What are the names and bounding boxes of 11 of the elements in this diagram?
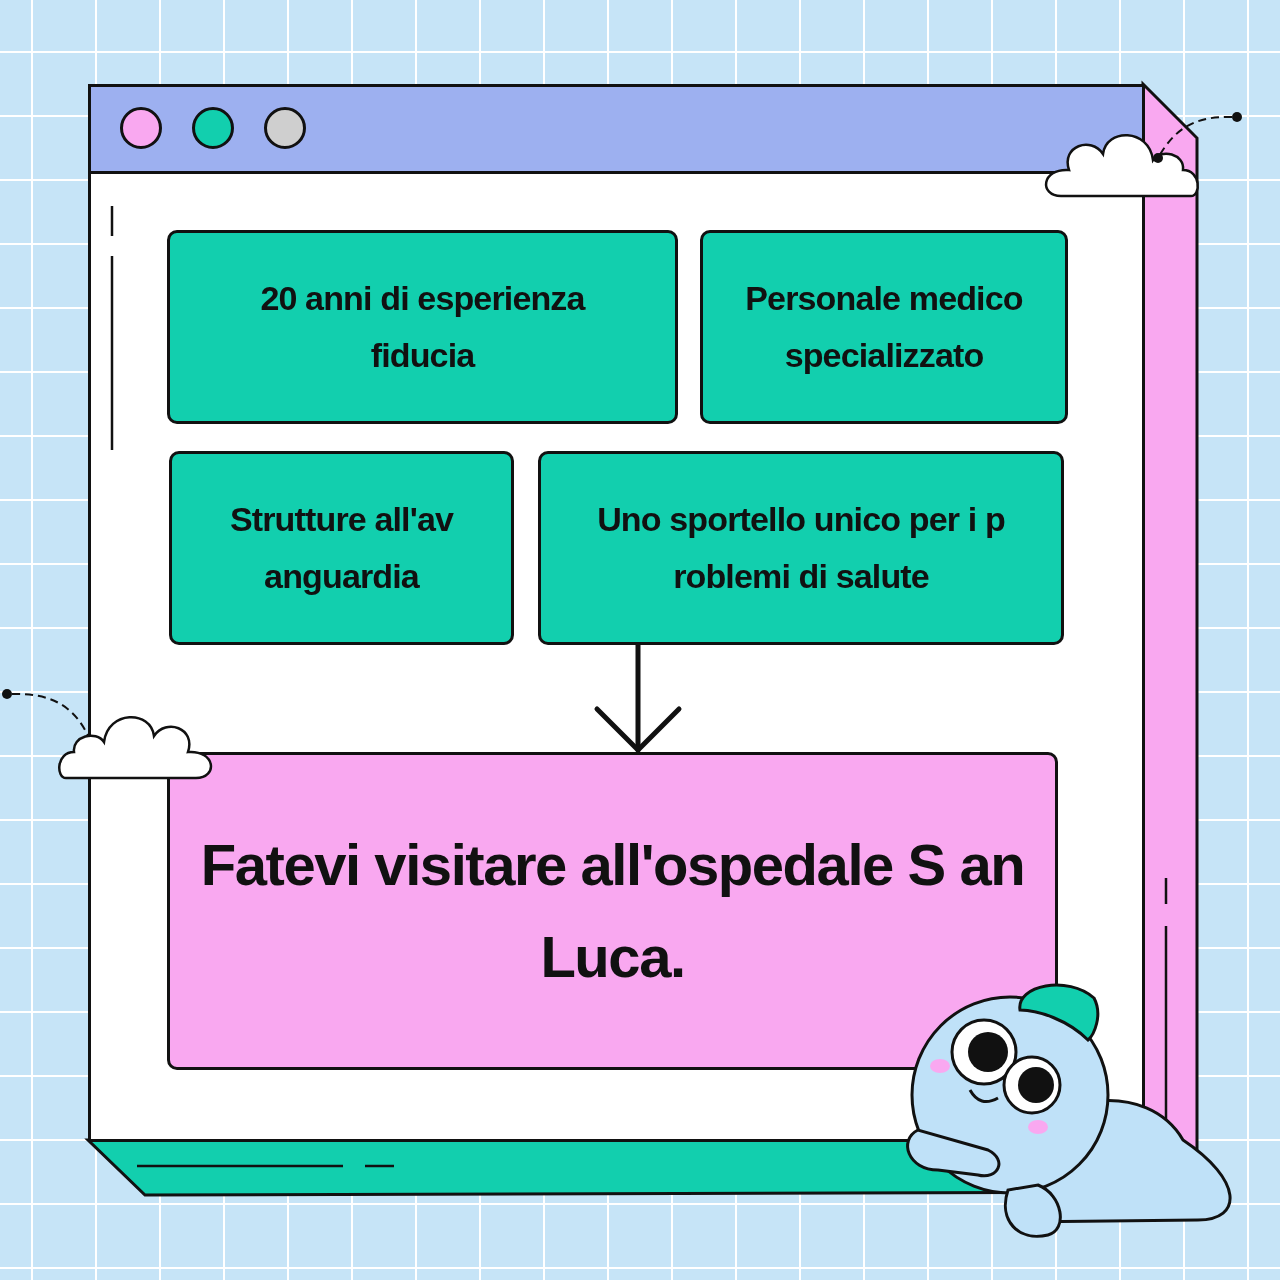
feature-box (167, 230, 678, 424)
feature-text: Strutture all'av anguardia (228, 499, 455, 597)
feature-box (700, 230, 1068, 424)
message-text: Fatevi visitare all'ospedale S an Luca. (200, 831, 1025, 991)
feature-box (169, 451, 514, 645)
feature-text: 20 anni di esperienza fiducia (259, 278, 587, 376)
feature-box (538, 451, 1064, 645)
message-box (167, 752, 1058, 1070)
feature-text: Personale medico specializzato (744, 278, 1024, 376)
arrow (594, 642, 682, 753)
feature-text: Uno sportello unico per i p roblemi di salute (596, 499, 1006, 597)
